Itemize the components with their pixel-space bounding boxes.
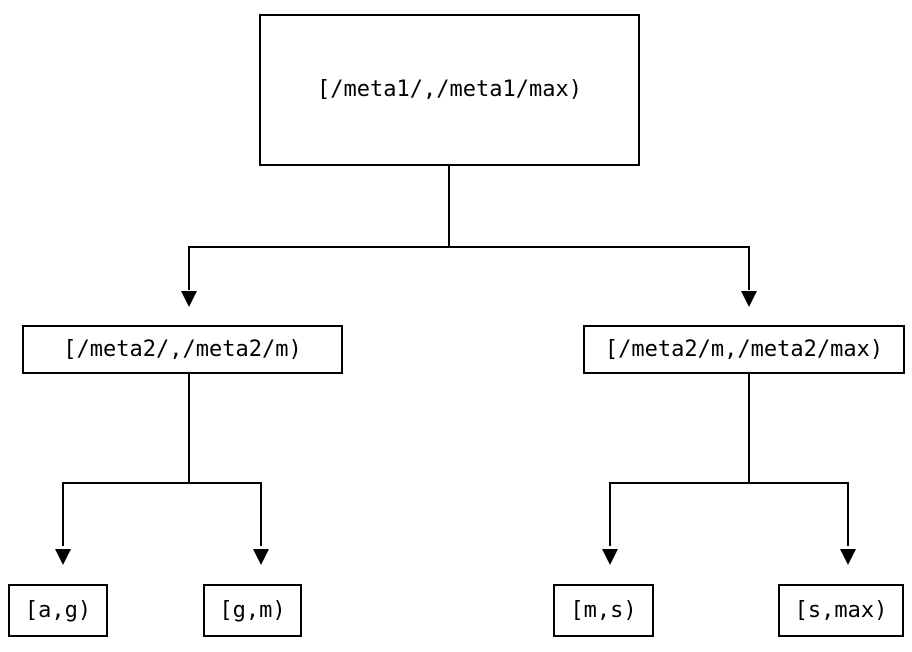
- node-leaf-gm: [g,m): [203, 584, 302, 637]
- arrow-down-icon: [602, 549, 618, 565]
- node-level2-left: [/meta2/,/meta2/m): [22, 325, 343, 374]
- connector-drop-leaf-smax: [847, 484, 849, 546]
- arrow-down-icon: [55, 549, 71, 565]
- node-level2-right: [/meta2/m,/meta2/max): [583, 325, 905, 374]
- connector-drop-leaf-ms: [609, 484, 611, 546]
- connector-drop-leaf-ag: [62, 484, 64, 546]
- arrow-down-icon: [840, 549, 856, 565]
- connector-drop-level2-right: [748, 248, 750, 290]
- connector-drop-level2-left: [188, 248, 190, 290]
- node-leaf-ag: [a,g): [8, 584, 108, 637]
- arrow-down-icon: [253, 549, 269, 565]
- node-leaf-smax: [s,max): [778, 584, 904, 637]
- connector-left-stem: [188, 374, 190, 483]
- connector-drop-leaf-gm: [260, 484, 262, 546]
- connector-root-stem: [448, 166, 450, 247]
- connector-left-rail: [62, 482, 262, 484]
- node-leaf-ms: [m,s): [553, 584, 654, 637]
- connector-right-stem: [748, 374, 750, 483]
- arrow-down-icon: [741, 291, 757, 307]
- connector-top-rail: [188, 246, 750, 248]
- connector-right-rail: [609, 482, 849, 484]
- arrow-down-icon: [181, 291, 197, 307]
- node-root: [/meta1/,/meta1/max): [259, 14, 640, 166]
